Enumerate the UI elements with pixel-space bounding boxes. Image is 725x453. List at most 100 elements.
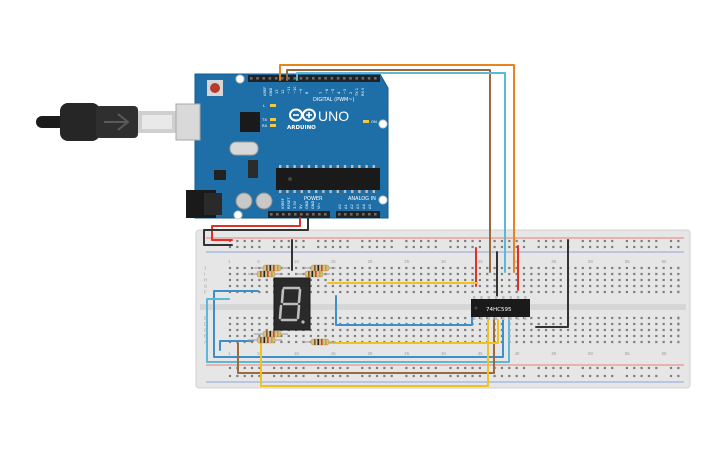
column-number-bottom: 60 [662, 351, 667, 356]
row-letter: E [204, 316, 207, 321]
wires [203, 64, 569, 387]
wire-gnd [203, 217, 309, 246]
power-header-label: POWER [304, 196, 323, 202]
arduino-logo [289, 108, 316, 122]
svg-text:2: 2 [349, 92, 353, 94]
display-digit: 8 [0, 0, 1, 1]
resistor-4 [302, 338, 336, 346]
column-number-bottom: 45 [551, 351, 556, 356]
wire-blue-b [335, 295, 473, 326]
row-letter: I [677, 272, 678, 277]
wire-cyan-c [206, 298, 510, 363]
svg-text:4: 4 [337, 91, 341, 94]
svg-text:13: 13 [275, 89, 279, 94]
chip-label: 74HC595 [486, 307, 512, 313]
breadboard-column-numbers: 1155101015152020252530303535404045455050… [228, 259, 667, 356]
led-rx-label: RX [262, 123, 268, 128]
svg-text:A5: A5 [368, 204, 372, 209]
resistors [248, 264, 336, 346]
row-letter: J [204, 266, 206, 271]
digital-header-label: DIGITAL (PWM~) [313, 97, 355, 103]
wire-yellow-mid [325, 319, 499, 344]
column-number-top: 15 [331, 259, 336, 264]
resistor-2 [302, 264, 336, 272]
row-letter: F [677, 290, 680, 295]
row-letter: E [677, 316, 680, 321]
svg-text:A2: A2 [350, 204, 354, 209]
seven-segment-display: 8 [0, 0, 311, 331]
column-number-bottom: 5 [257, 351, 260, 356]
column-number-bottom: 10 [294, 351, 299, 356]
column-number-top: 10 [294, 259, 299, 264]
svg-text:RX 0: RX 0 [361, 87, 365, 96]
row-letter: D [677, 322, 680, 327]
row-letter: B [677, 334, 680, 339]
svg-text:~9: ~9 [299, 88, 303, 94]
column-number-bottom: 35 [478, 351, 483, 356]
column-number-bottom: 15 [331, 351, 336, 356]
row-letter: A [204, 340, 207, 345]
svg-text:~3: ~3 [343, 89, 347, 94]
analog-header-label: ANALOG IN [348, 196, 376, 202]
svg-text:RESET: RESET [287, 197, 291, 209]
resistor-1 [254, 264, 288, 272]
row-letter: H [204, 278, 207, 283]
row-letter: A [677, 340, 680, 345]
svg-text:A1: A1 [344, 204, 348, 209]
atmega-chip [276, 168, 380, 190]
svg-text:A4: A4 [362, 204, 366, 209]
svg-text:AREF: AREF [263, 87, 267, 96]
resistor-5 [248, 270, 282, 278]
arduino-uno-board: AREF GND 13 12 ~11 ~10 ~9 8 7 ~6 ~5 4 ~3… [175, 73, 389, 220]
svg-text:GND: GND [269, 88, 273, 96]
wire-blue-a [213, 290, 504, 358]
row-letter: F [204, 290, 207, 295]
svg-text:Vin: Vin [317, 203, 321, 209]
column-number-top: 45 [551, 259, 556, 264]
wire-brown-loop [237, 319, 495, 374]
svg-text:8: 8 [305, 91, 309, 94]
wire-5v [211, 217, 301, 241]
row-letter: J [677, 266, 679, 271]
led-tx-label: TX [261, 117, 267, 122]
svg-text:7: 7 [319, 92, 323, 94]
column-number-top: 1 [228, 259, 231, 264]
breadboard: 1155101015152020252530303535404045455050… [195, 229, 691, 389]
wire-brown-clock [286, 69, 491, 273]
row-letter: C [204, 328, 207, 333]
svg-text:A0: A0 [338, 204, 342, 209]
column-number-top: 60 [662, 259, 667, 264]
led-l-label: L [263, 103, 266, 108]
column-number-bottom: 25 [404, 351, 409, 356]
svg-text:12: 12 [281, 89, 285, 94]
column-number-top: 35 [478, 259, 483, 264]
wire-yellow-loop [260, 319, 489, 387]
resistor-6 [296, 270, 330, 278]
column-number-top: 50 [588, 259, 593, 264]
svg-text:~5: ~5 [331, 89, 335, 94]
column-number-top: 25 [404, 259, 409, 264]
column-number-bottom: 55 [625, 351, 630, 356]
svg-text:~10: ~10 [293, 86, 297, 94]
model-label: UNO [318, 108, 349, 124]
svg-text:A3: A3 [356, 204, 360, 209]
wire-blue-d [219, 340, 254, 351]
svg-text:~6: ~6 [325, 88, 329, 94]
column-number-top: 20 [368, 259, 373, 264]
row-letter: C [677, 328, 680, 333]
column-number-top: 5 [257, 259, 260, 264]
svg-text:5V: 5V [299, 204, 303, 209]
svg-text:~11: ~11 [287, 86, 291, 94]
wire-orange-data [279, 64, 515, 273]
row-letter: G [204, 284, 207, 289]
column-number-bottom: 20 [368, 351, 373, 356]
svg-text:GND: GND [311, 201, 315, 209]
column-number-bottom: 50 [588, 351, 593, 356]
shift-register-chip: 74HC595 [471, 296, 530, 320]
usb-icon [104, 113, 130, 131]
wire-cyan-latch [296, 72, 506, 273]
row-letter: D [204, 322, 207, 327]
column-number-top: 55 [625, 259, 630, 264]
